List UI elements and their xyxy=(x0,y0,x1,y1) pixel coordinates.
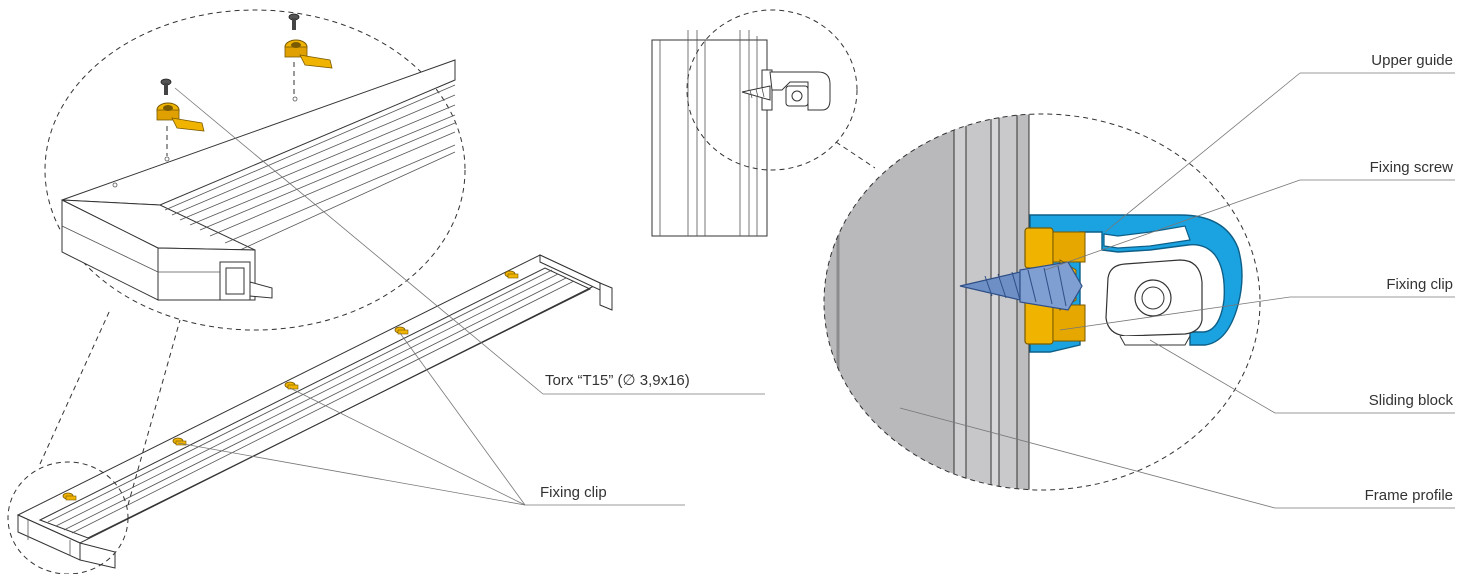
rail-clip-1 xyxy=(62,492,77,501)
large-section-drawing xyxy=(824,114,1243,490)
guide-rail-drawing xyxy=(16,254,613,569)
label-upper-guide: Upper guide xyxy=(1371,52,1453,69)
label-fixing-clip-left: Fixing clip xyxy=(540,484,607,501)
small-section-drawing xyxy=(651,30,831,237)
label-fixing-clip-right: Fixing clip xyxy=(1386,276,1453,293)
detail-circle-medium xyxy=(686,9,858,171)
detail-ellipse-large xyxy=(44,9,466,331)
rail-clip-2 xyxy=(172,437,187,446)
label-torx: Torx “T15” (∅ 3,9x16) xyxy=(545,372,690,389)
rail-clip-4 xyxy=(394,326,409,335)
rail-clip-5 xyxy=(504,270,519,279)
screw-upper xyxy=(288,13,300,102)
detail-circle-large xyxy=(823,113,1261,491)
clip-upper xyxy=(284,39,333,69)
label-sliding-block: Sliding block xyxy=(1369,392,1454,409)
screw-lower xyxy=(160,78,172,162)
label-fixing-screw: Fixing screw xyxy=(1370,159,1454,176)
label-frame-profile: Frame profile xyxy=(1365,487,1453,504)
detail-circle-small xyxy=(7,461,129,574)
clip-lower xyxy=(156,102,205,132)
rail-detail-drawing xyxy=(61,59,456,301)
